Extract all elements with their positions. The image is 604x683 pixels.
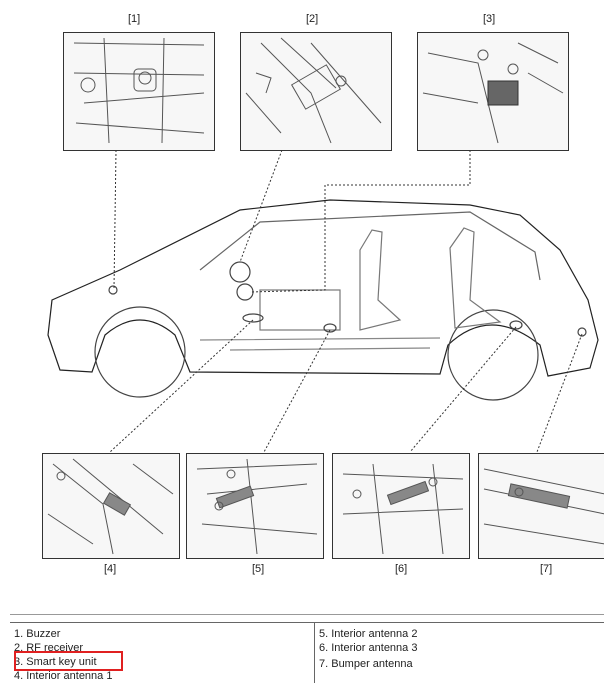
callout-label-4: [4] xyxy=(104,563,117,575)
callout-label-6: [6] xyxy=(395,563,408,575)
front-seat xyxy=(359,229,402,331)
legend-item-smart-key-unit: 3. Smart key unit xyxy=(14,656,97,668)
callout-label-7: [7] xyxy=(540,563,553,575)
interior-antenna-3-mark xyxy=(509,320,523,330)
callout-label-2: [2] xyxy=(306,13,319,25)
interior-antenna-1-icon xyxy=(102,492,132,516)
detail-view-1 xyxy=(63,32,215,151)
car-window-line xyxy=(199,211,541,281)
detail-view-4 xyxy=(42,453,180,559)
rf-receiver-icon xyxy=(290,64,342,110)
leader-line-3 xyxy=(249,150,471,293)
detail-view-7 xyxy=(478,453,604,559)
legend-column-right: 5. Interior antenna 2 6. Interior antenn… xyxy=(315,623,604,683)
detail-view-6 xyxy=(332,453,470,559)
callout-label-1: [1] xyxy=(128,13,141,25)
legend-item-bumper-antenna: 7. Bumper antenna xyxy=(319,658,413,670)
callout-label-5: [5] xyxy=(252,563,265,575)
leader-line-7 xyxy=(536,333,583,453)
callout-label-3: [3] xyxy=(483,13,496,25)
legend-table: 1. Buzzer 2. RF receiver 3. Smart key un… xyxy=(10,622,604,683)
smart-key-unit-mark xyxy=(236,283,254,301)
car-body-outline xyxy=(47,199,599,377)
legend-divider xyxy=(10,614,604,615)
interior-antenna-2-mark xyxy=(323,323,337,333)
rf-receiver-mark xyxy=(229,261,251,283)
chassis-line xyxy=(199,337,441,351)
front-wheel xyxy=(94,306,186,398)
legend-column-left: 1. Buzzer 2. RF receiver 3. Smart key un… xyxy=(10,623,315,683)
console-block xyxy=(259,289,341,331)
legend-item-interior-antenna-1: 4. Interior antenna 1 xyxy=(14,670,113,682)
leader-line-1 xyxy=(113,149,117,289)
detail-view-2 xyxy=(240,32,392,151)
leader-line-4 xyxy=(109,319,254,453)
interior-antenna-2-icon xyxy=(215,485,255,509)
interior-antenna-1-mark xyxy=(242,313,264,323)
legend-item-interior-antenna-3: 6. Interior antenna 3 xyxy=(319,642,418,654)
vehicle-diagram xyxy=(47,149,599,453)
detail-view-5 xyxy=(186,453,324,559)
highlight-box xyxy=(14,651,123,671)
smart-key-unit-icon xyxy=(487,80,519,106)
buzzer-icon xyxy=(80,77,96,93)
legend-item-interior-antenna-2: 5. Interior antenna 2 xyxy=(319,628,418,640)
bumper-antenna-mark xyxy=(577,327,587,337)
leader-line-6 xyxy=(409,326,517,453)
bumper-antenna-icon xyxy=(507,483,571,509)
rear-seat xyxy=(449,227,502,329)
interior-antenna-3-icon xyxy=(386,480,430,506)
legend-item-buzzer: 1. Buzzer xyxy=(14,628,61,640)
detail-view-3 xyxy=(417,32,569,151)
buzzer-mark xyxy=(108,285,118,295)
rear-wheel xyxy=(447,309,539,401)
leader-line-5 xyxy=(263,329,331,453)
